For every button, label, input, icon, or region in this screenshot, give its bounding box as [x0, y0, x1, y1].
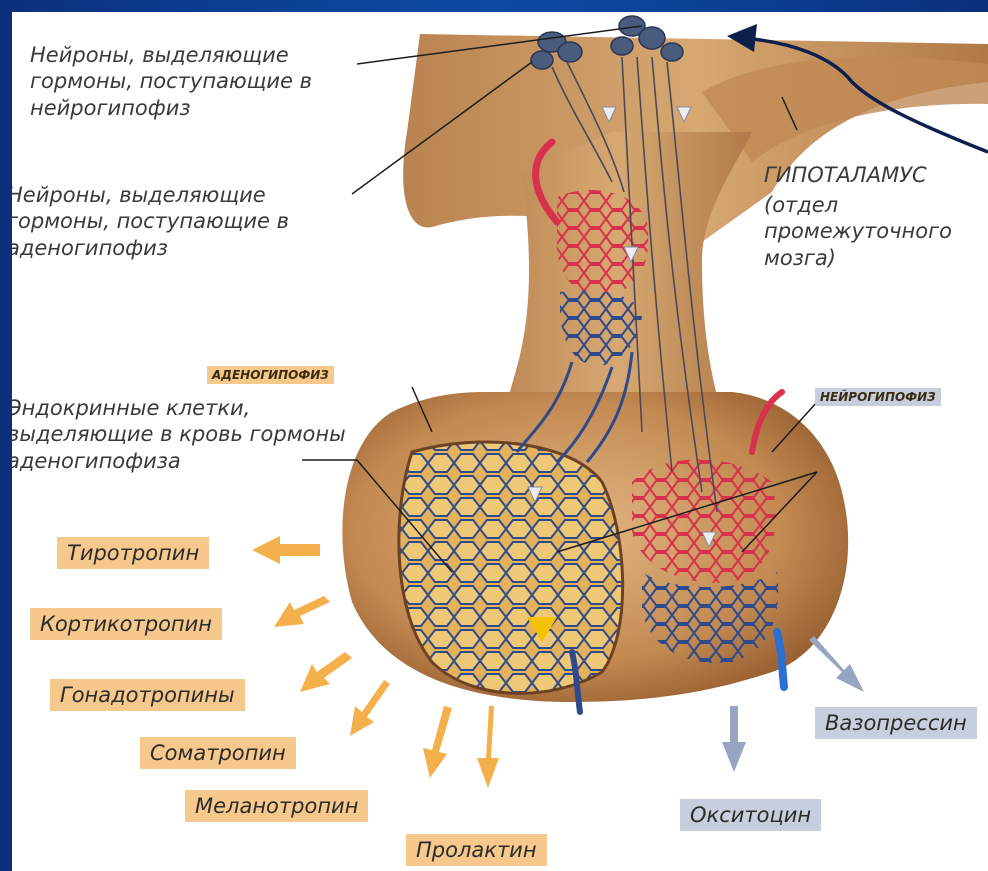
hypothalamus-title: ГИПОТАЛАМУС — [764, 162, 988, 188]
neurohypophysis-tag: НЕЙРОГИПОФИЗ — [815, 388, 941, 406]
hormone-tag-somatotropin: Соматропин — [140, 737, 296, 769]
hormone-tag-gonadotropins: Гонадотропины — [50, 679, 245, 711]
hormone-tag-prolactin: Пролактин — [406, 834, 547, 866]
neurons-adenohypophysis-label: Нейроны, выделяющие гормоны, поступающие… — [12, 182, 337, 261]
hypothalamus-description: (отдел промежуточного мозга) — [764, 192, 984, 271]
hormone-tag-vasopressin: Вазопрессин — [815, 707, 977, 739]
adenohypophysis-tag: АДЕНОГИПОФИЗ — [207, 366, 334, 384]
hormone-tag-thyrotropin: Тиротропин — [57, 537, 209, 569]
endocrine-cells-label: Эндокринные клетки, выделяющие в кровь г… — [12, 395, 347, 474]
adenohypophysis-cells — [399, 442, 623, 693]
hormone-tag-corticotropin: Кортикотропин — [30, 608, 222, 640]
hormone-tag-oxytocin: Окситоцин — [680, 799, 821, 831]
diagram-panel: Нейроны, выделяющие гормоны, поступающие… — [12, 12, 988, 871]
neurons-neurohypophysis-label: Нейроны, выделяющие гормоны, поступающие… — [30, 42, 360, 121]
hormone-tag-melanotropin: Меланотропин — [185, 790, 368, 822]
